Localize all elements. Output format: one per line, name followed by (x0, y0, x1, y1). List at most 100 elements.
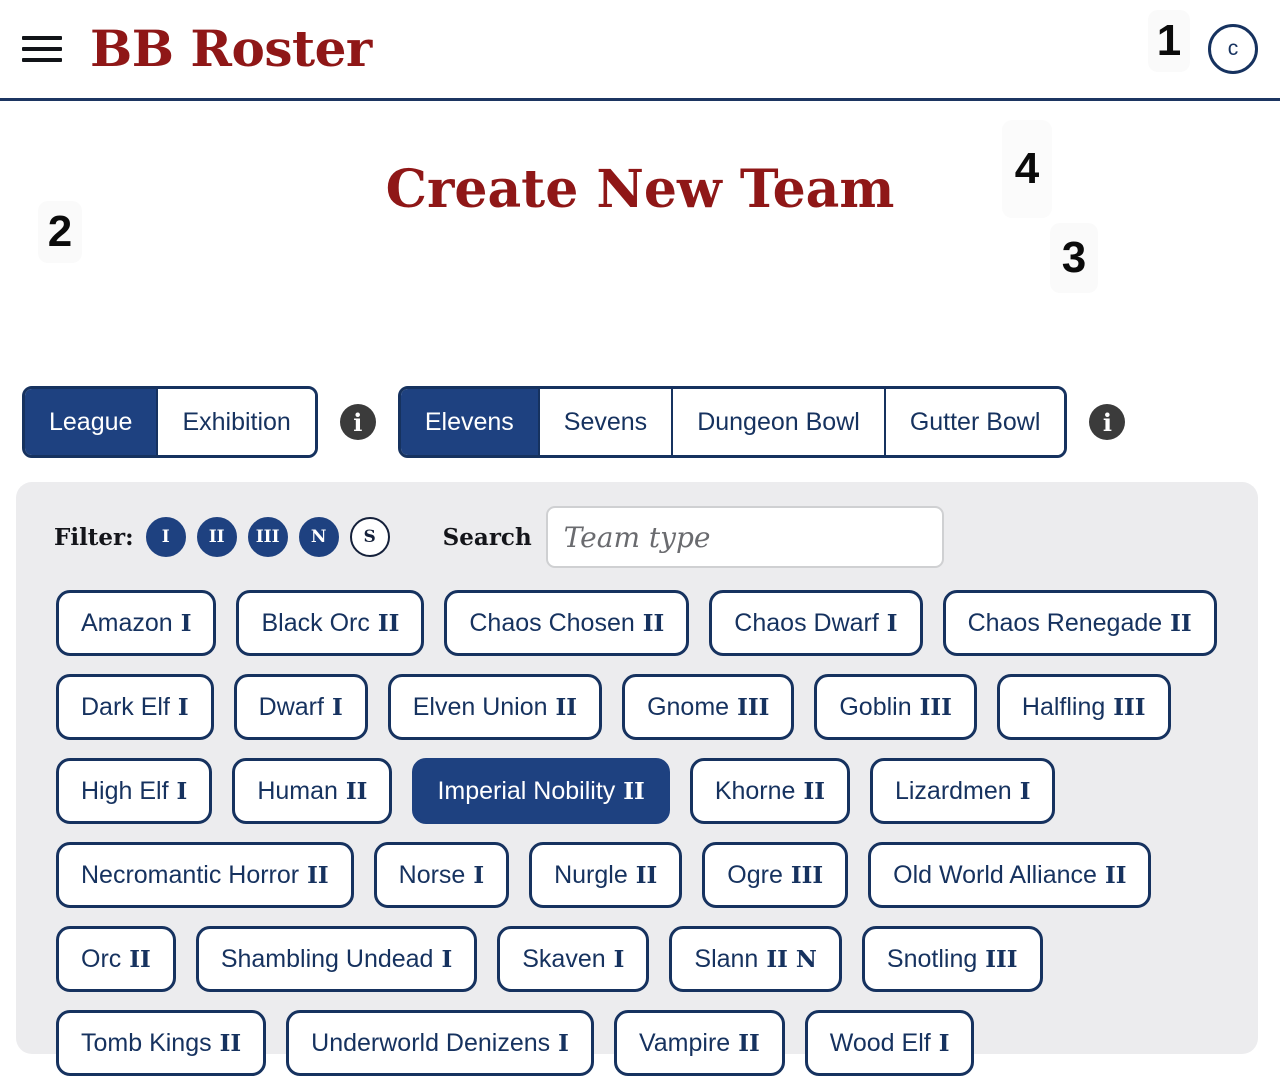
filter-badge-n[interactable]: N (298, 517, 339, 557)
team-pill-name: Chaos Chosen (469, 608, 635, 637)
format-option-elevens[interactable]: Elevens (400, 389, 538, 455)
app-header: BB Roster c 1 (0, 0, 1280, 101)
team-pill-tier: II (635, 861, 658, 889)
team-pill-tier: III (919, 693, 952, 721)
team-pill-name: Elven Union (412, 692, 548, 721)
team-pill-name: Goblin (839, 692, 912, 721)
team-pill-tier: II (345, 777, 368, 805)
team-pill-name: Shambling Undead (220, 944, 434, 973)
team-pill-name: Wood Elf (829, 1028, 931, 1057)
team-pill-tier: II (129, 945, 151, 973)
team-pill-name: Dark Elf (81, 692, 170, 721)
team-pill-tier: I (938, 1029, 950, 1057)
info-icon[interactable]: i (339, 404, 376, 440)
search-label: Search (442, 523, 532, 551)
team-pill-tier: II (307, 861, 329, 889)
filter-search-row: Filter: I II III N S Search (54, 506, 1236, 568)
team-pill-name: Gnome (647, 692, 730, 721)
format-option-gutter-bowl[interactable]: Gutter Bowl (883, 389, 1065, 455)
team-pill-tier: III (1113, 693, 1146, 721)
team-pill-tier: II (377, 609, 400, 637)
hamburger-menu-icon[interactable] (22, 33, 62, 65)
format-option-sevens[interactable]: Sevens (537, 389, 672, 455)
team-pill-tier: I (331, 693, 343, 721)
team-pill-tier: II (1104, 861, 1127, 889)
team-pill-tier: I (1019, 777, 1031, 805)
team-pill-name: Chaos Dwarf (734, 608, 879, 637)
team-pill-tier: II N (766, 945, 817, 973)
mode-option-exhibition[interactable]: Exhibition (156, 389, 315, 455)
toggle-controls-row: League Exhibition i Elevens Sevens Dunge… (22, 386, 1258, 458)
team-pill-name: Nurgle (554, 860, 628, 889)
filter-badge-iii[interactable]: III (247, 517, 288, 557)
team-pill-tier: II (803, 777, 825, 805)
team-pill-tier: II (738, 1029, 760, 1057)
team-pill-name: Underworld Denizens (311, 1028, 551, 1057)
team-pill-tier: I (180, 609, 192, 637)
team-pill-name: Amazon (81, 608, 173, 637)
team-pill-tier: I (886, 609, 898, 637)
filter-badge-i[interactable]: I (145, 517, 186, 557)
filter-label: Filter: (54, 523, 134, 551)
mode-option-league[interactable]: League (25, 389, 157, 455)
team-pill-tier: II (219, 1029, 242, 1057)
team-pill-name: Snotling (886, 944, 978, 973)
mode-toggle-group[interactable]: League Exhibition (22, 386, 318, 458)
team-pill-tier: I (613, 945, 625, 973)
search-input[interactable] (545, 506, 944, 568)
team-pill-tier: I (177, 693, 189, 721)
team-pill-name: Vampire (638, 1028, 731, 1057)
app-brand-title[interactable]: BB Roster (90, 19, 372, 78)
team-pill-name: Dwarf (258, 692, 324, 721)
team-pill-name: High Elf (81, 776, 169, 805)
team-pill-tier: II (642, 609, 665, 637)
filter-badge-ii[interactable]: II (196, 517, 237, 557)
team-selection-panel: Filter: I II III N S Search AmazonIBlack… (16, 482, 1258, 1076)
team-pill-tier: II (555, 693, 578, 721)
format-toggle-group[interactable]: Elevens Sevens Dungeon Bowl Gutter Bowl (397, 386, 1068, 458)
team-pill-name: Halfling (1021, 692, 1106, 721)
filter-badge-s[interactable]: S (349, 517, 390, 557)
team-pill-name: Ogre (727, 860, 783, 889)
team-pill-name: Orc (81, 944, 122, 973)
annotation-marker-3: 3 (1050, 223, 1098, 293)
team-pill-name: Old World Alliance (893, 860, 1097, 889)
format-option-dungeon-bowl[interactable]: Dungeon Bowl (671, 389, 884, 455)
team-pill-name: Chaos Renegade (967, 608, 1163, 637)
team-pill-tier: II (623, 777, 645, 805)
info-icon[interactable]: i (1089, 404, 1126, 440)
team-pill-name: Black Orc (261, 608, 370, 637)
avatar[interactable]: c (1208, 24, 1258, 74)
